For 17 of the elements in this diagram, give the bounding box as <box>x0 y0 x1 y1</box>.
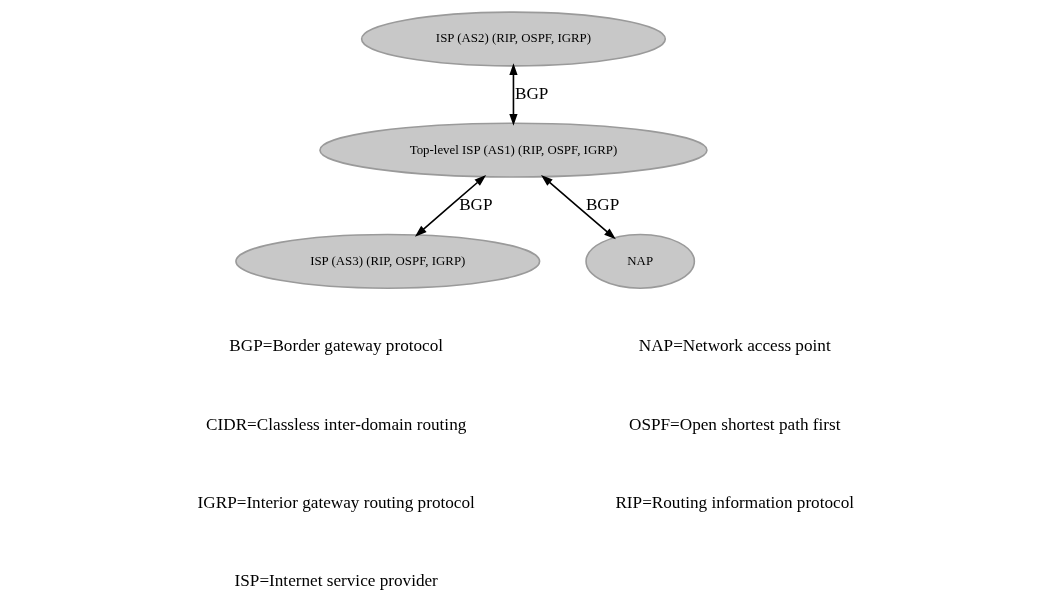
label: IGRP=Interior gateway routing protocol <box>197 492 475 512</box>
edge-label: BGP <box>585 194 619 214</box>
label: RIP=Routing information protocol <box>614 492 854 512</box>
label: OSPF=Open shortest path first <box>628 414 840 434</box>
label: NAP=Network access point <box>638 336 831 356</box>
arrow <box>508 63 518 126</box>
arrow <box>540 174 616 240</box>
label: ISP=Internet service provider <box>234 571 438 591</box>
edge-label: BGP <box>514 83 548 103</box>
node-ellipse: ISP (AS3) (RIP, OSPF, IGRP) <box>234 233 540 289</box>
label: CIDR=Classless inter-domain routing <box>205 414 466 434</box>
edge-label: BGP <box>458 194 493 214</box>
node-ellipse: ISP (AS2) (RIP, OSPF, IGRP) <box>360 11 666 67</box>
label: BGP=Border gateway protocol <box>228 336 443 356</box>
node-ellipse: NAP <box>584 233 695 289</box>
node-ellipse: Top-level ISP (AS1) (RIP, OSPF, IGRP) <box>318 122 708 178</box>
arrow <box>414 174 486 237</box>
